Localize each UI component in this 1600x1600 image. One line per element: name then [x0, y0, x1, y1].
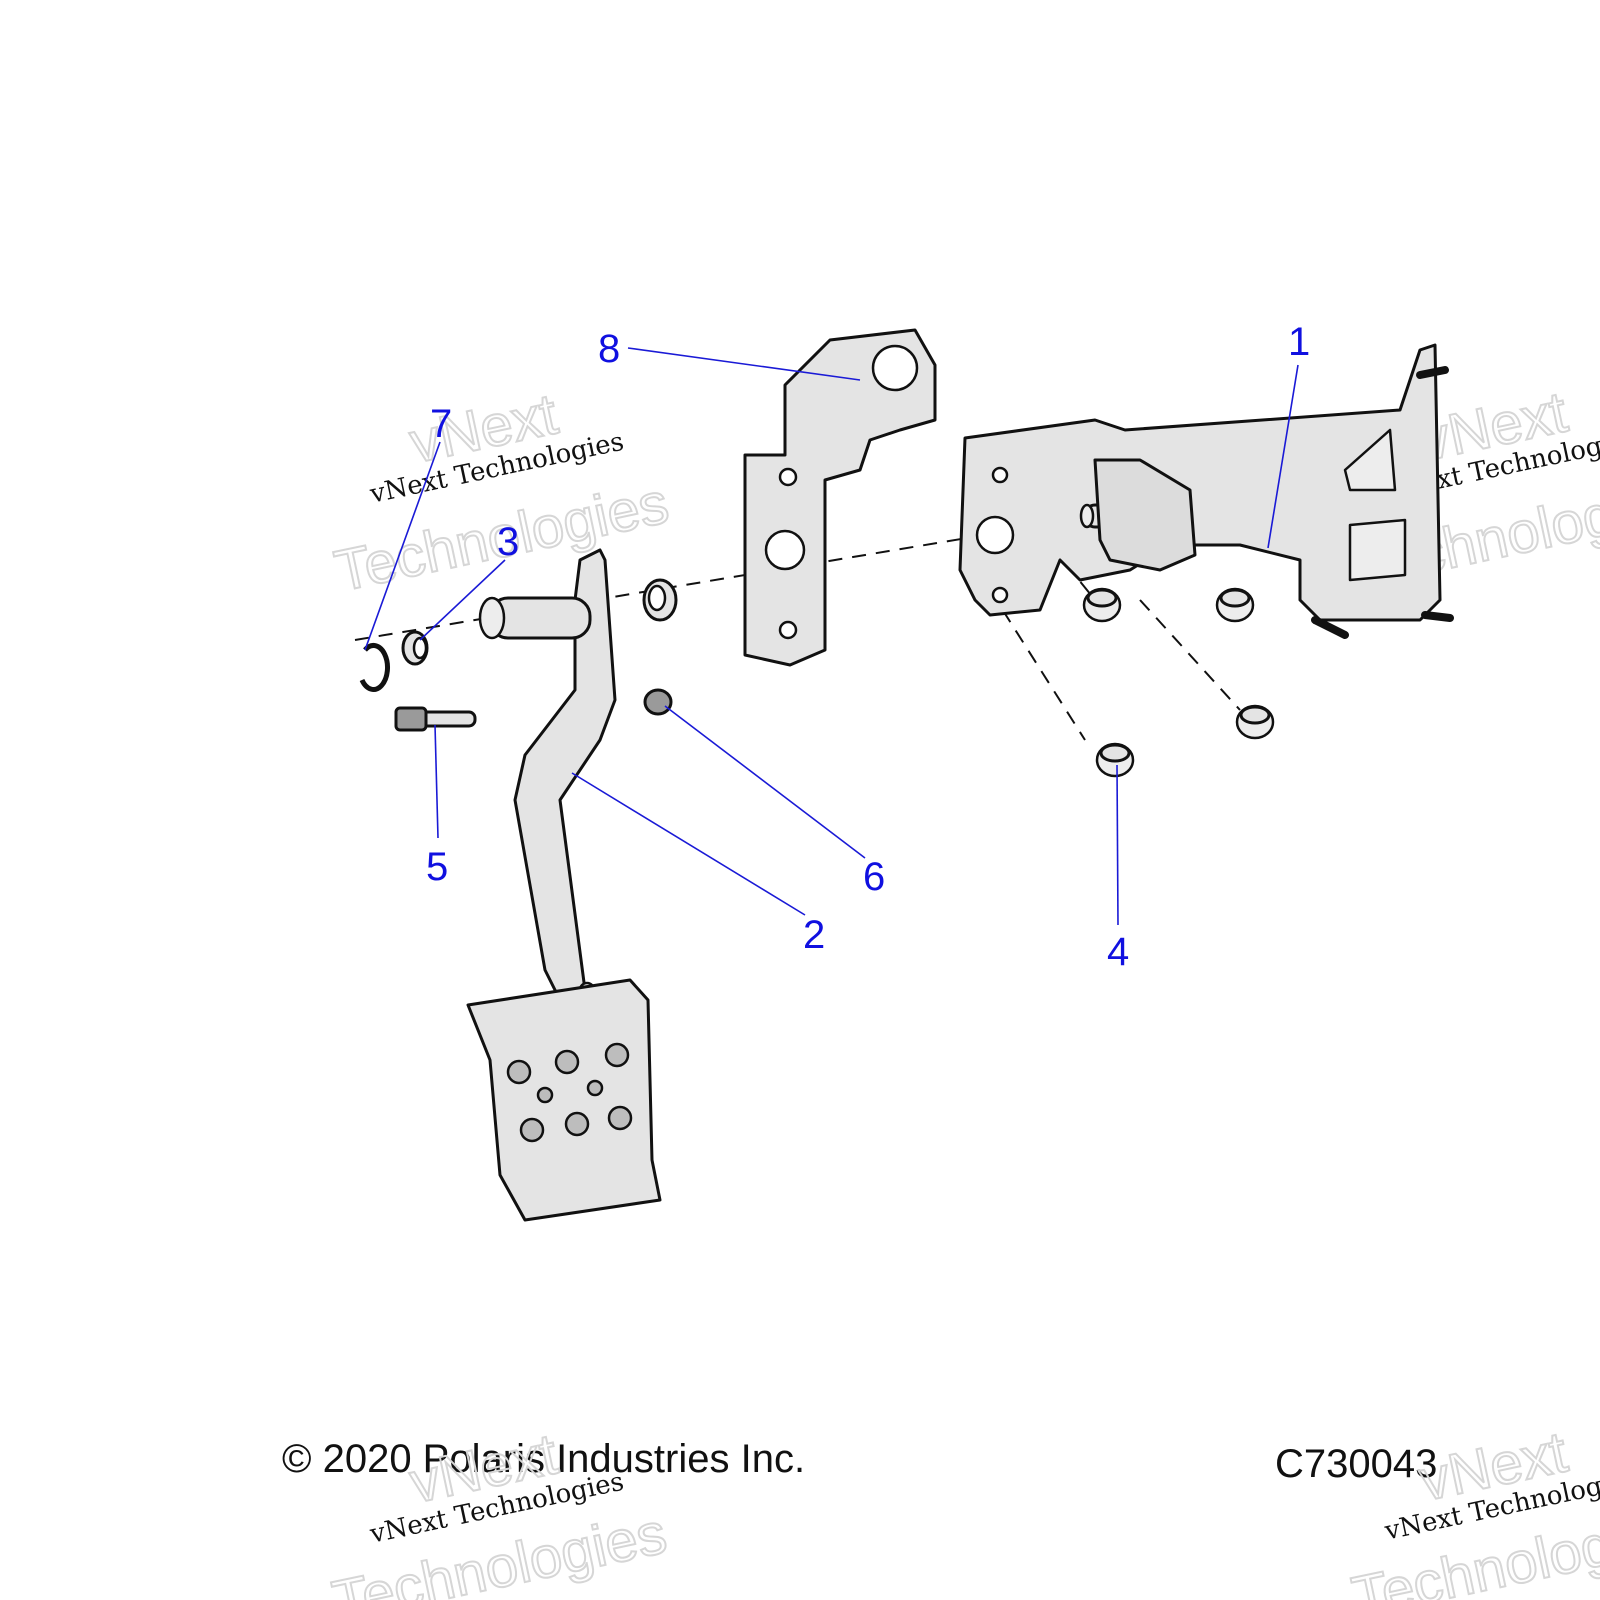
watermark-bottom-right: vNext vNext Technologies Technologies: [1346, 1418, 1600, 1600]
bushing-upper: [642, 578, 678, 622]
leader-8: [627, 347, 861, 381]
leader-6: [664, 705, 866, 859]
leader-2: [571, 772, 806, 916]
figure-code: C730043: [1275, 1442, 1437, 1486]
leader-1: [1267, 364, 1299, 549]
assembly-axis-nut-lower: [989, 589, 1086, 741]
part-1-mounting-bracket: [958, 343, 1454, 639]
leader-4: [1116, 764, 1119, 926]
leader-3: [419, 559, 506, 641]
callout-2: 2: [803, 913, 825, 957]
nut: [1095, 742, 1135, 778]
callout-1: 1: [1288, 320, 1310, 364]
part-6-nut: [643, 688, 673, 716]
leader-7: [364, 441, 441, 651]
part-2-pedal-assembly: [466, 548, 662, 1222]
leader-5: [434, 724, 439, 839]
callout-4: 4: [1107, 930, 1129, 974]
part-4-nuts: [1082, 587, 1275, 778]
part-7-clip: [359, 643, 390, 692]
watermark-bottom-left: vNext vNext Technologies Technologies: [326, 1420, 673, 1600]
callout-6: 6: [863, 855, 885, 899]
nut: [1215, 587, 1255, 623]
callout-3: 3: [497, 520, 519, 564]
part-8-upper-bracket: [743, 328, 937, 667]
nut: [1235, 704, 1275, 740]
callout-8: 8: [598, 327, 620, 371]
callout-5: 5: [426, 845, 448, 889]
assembly-axis-main: [354, 519, 1076, 641]
watermark-top-left: vNext vNext Technologies Technologies: [328, 380, 675, 605]
nut: [1082, 587, 1122, 623]
assembly-axis-nut-right: [1139, 599, 1241, 711]
copyright-text: © 2020 Polaris Industries Inc.: [282, 1437, 805, 1481]
part-5-bolt: [394, 706, 477, 732]
callout-7: 7: [430, 402, 452, 446]
